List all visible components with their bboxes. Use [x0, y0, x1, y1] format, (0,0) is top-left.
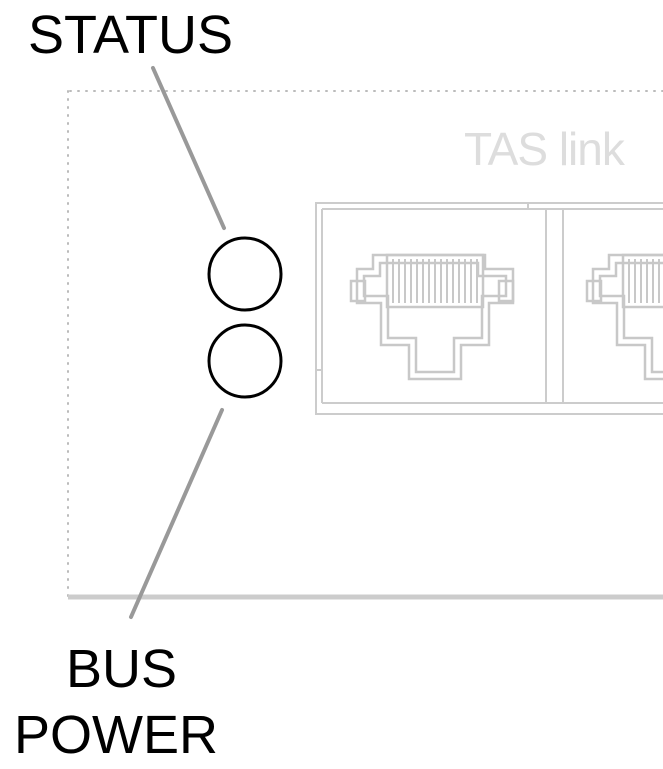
status-led-circle [207, 236, 283, 312]
rj45-connector-icon [349, 253, 515, 381]
rj45-left-clip [349, 279, 367, 303]
bus-label: BUS [66, 639, 178, 699]
rj45-pin-block [621, 253, 663, 309]
rj45-pins [392, 259, 478, 303]
rj45-left-clip [585, 279, 603, 303]
port-housing [315, 202, 663, 415]
rj45-right-clip [497, 279, 515, 303]
bus-power-leader-line [129, 408, 224, 619]
rj45-outline [355, 253, 515, 381]
rj45-pin-block [385, 253, 485, 309]
port-housing-frame [315, 202, 663, 415]
rj45-port-2 [585, 253, 663, 381]
device-enclosure-outline [67, 90, 663, 599]
rj45-outline [591, 253, 663, 381]
status-label: STATUS [28, 5, 234, 65]
power-label: POWER [14, 705, 219, 765]
rj45-port-1 [349, 253, 515, 381]
rj45-pins [628, 259, 660, 303]
device-title: TAS link [464, 123, 625, 175]
status-leader-line [151, 66, 226, 230]
bus-power-led-circle [207, 323, 283, 399]
rj45-connector-icon [585, 253, 663, 381]
